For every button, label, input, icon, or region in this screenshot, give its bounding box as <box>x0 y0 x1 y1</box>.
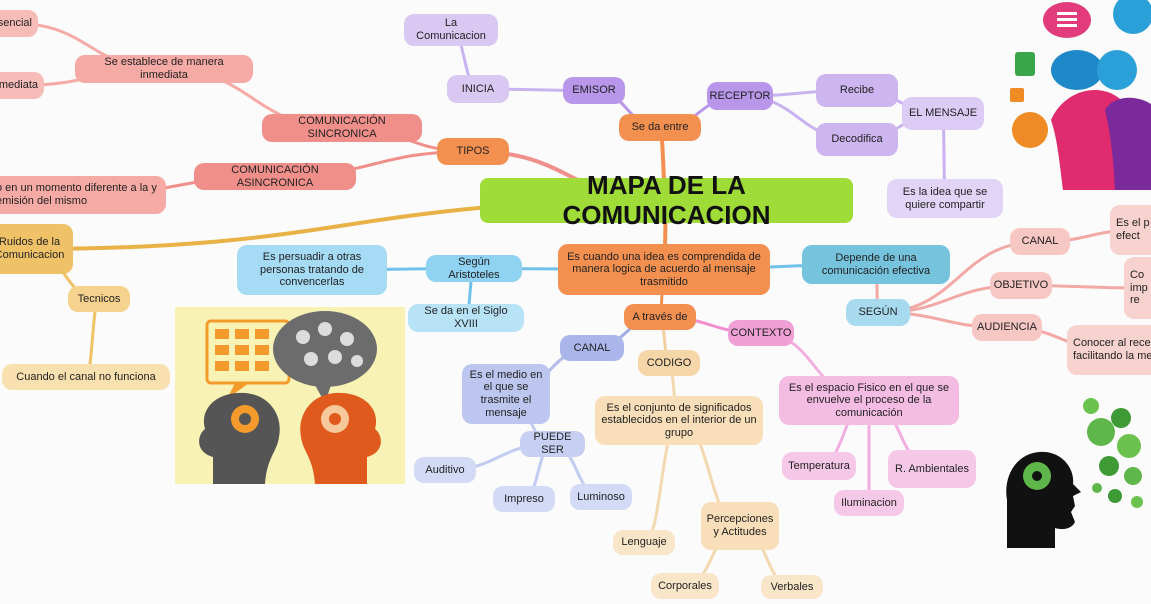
node-mapa-root: MAPA DE LA COMUNICACION <box>480 170 853 229</box>
node-codigo-desc: Es el conjunto de significados estableci… <box>595 396 763 445</box>
node-es-persuadir: Es persuadir a otras personas tratando d… <box>237 245 387 295</box>
node-audiencia: AUDIENCIA <box>972 314 1042 341</box>
node-inmediata: mediata <box>0 72 44 99</box>
node-siglo-xviii: Se da en el Siglo XVIII <box>408 304 524 332</box>
heads-dialogue-illustration <box>175 307 405 484</box>
node-canal-desc: Es el medio en el que se trasmite el men… <box>462 364 550 424</box>
node-se-da-entre: Se da entre <box>619 114 701 141</box>
node-objetivo: OBJETIVO <box>990 272 1052 299</box>
node-es-la-idea: Es la idea que se quiere compartir <box>887 179 1003 218</box>
node-codigo: CODIGO <box>638 350 700 376</box>
speaking-head-illustration <box>1005 388 1151 548</box>
node-percepciones: Percepciones y Actitudes <box>701 502 779 550</box>
social-media-illustration <box>1005 0 1151 190</box>
node-iluminacion: Iluminacion <box>834 490 904 516</box>
node-luminoso: Luminoso <box>570 484 632 510</box>
node-es-cuando: Es cuando una idea es comprendida de man… <box>558 244 770 295</box>
node-impreso: Impreso <box>493 486 555 512</box>
node-la-comunicacion: La Comunicacion <box>404 14 498 46</box>
node-tipos: TIPOS <box>437 138 509 165</box>
node-objetivo-desc: Co imp re <box>1124 257 1151 319</box>
two-heads-icon <box>199 392 381 484</box>
node-receptor: RECEPTOR <box>707 82 773 110</box>
node-temperatura: Temperatura <box>782 452 856 480</box>
node-contexto-desc: Es el espacio Fisico en el que se envuel… <box>779 376 959 425</box>
node-ruidos: Ruidos de la Comunicacion <box>0 224 73 274</box>
node-verbales: Verbales <box>761 575 823 599</box>
node-canal-right-desc: Es el p efect <box>1110 205 1151 255</box>
node-el-mensaje: EL MENSAJE <box>902 97 984 130</box>
node-auditivo: Auditivo <box>414 457 476 483</box>
node-canal: CANAL <box>560 335 624 361</box>
node-a-traves-de: A través de <box>624 304 696 330</box>
node-lenguaje: Lenguaje <box>613 530 675 555</box>
node-emisor: EMISOR <box>563 77 625 104</box>
node-asincronica-desc: o en un momento diferente a la y emisión… <box>0 176 166 214</box>
node-corporales: Corporales <box>651 573 719 599</box>
node-recibe: Recibe <box>816 74 898 107</box>
speech-bubbles-icon <box>205 311 377 403</box>
node-comunicacion-asincronica: COMUNICACIÓN ASINCRONICA <box>194 163 356 190</box>
node-cuando-canal: Cuando el canal no funciona <box>2 364 170 390</box>
node-decodifica: Decodifica <box>816 123 898 156</box>
node-tecnicos: Tecnicos <box>68 286 130 312</box>
node-canal-right: CANAL <box>1010 228 1070 255</box>
node-inicia: INICIA <box>447 75 509 103</box>
social-icons-icon <box>1010 0 1151 190</box>
node-segun: SEGÚN <box>846 299 910 326</box>
head-gears-icon <box>1006 398 1143 548</box>
node-comunicacion-sincronica: COMUNICACIÓN SINCRONICA <box>262 114 422 142</box>
node-ambientales: R. Ambientales <box>888 450 976 488</box>
node-depende: Depende de una comunicación efectiva <box>802 245 950 284</box>
node-audiencia-desc: Conocer al recep facilitando la me <box>1067 325 1151 375</box>
node-segun-aristoteles: Según Aristoteles <box>426 255 522 282</box>
node-presencial: sencial <box>0 10 38 37</box>
node-puede-ser: PUEDE SER <box>520 431 585 457</box>
node-contexto: CONTEXTO <box>728 320 794 346</box>
node-se-establece: Se establece de manera inmediata <box>75 55 253 83</box>
